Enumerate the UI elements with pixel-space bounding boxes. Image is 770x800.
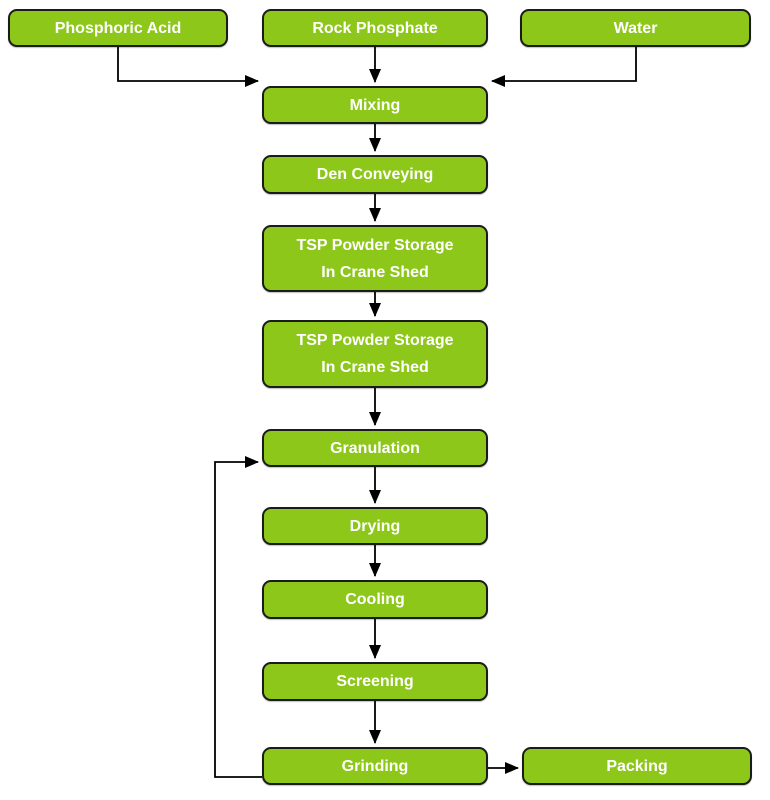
- node-rock-phosphate: Rock Phosphate: [262, 9, 488, 47]
- node-packing: Packing: [522, 747, 752, 785]
- edge-water-mixing: [491, 47, 637, 87]
- node-tsp-powder-storage-2: TSP Powder Storage In Crane Shed: [262, 320, 488, 388]
- edge-grinding-granulation-loop: [214, 456, 262, 778]
- edge-phosphoric-acid-mixing: [117, 47, 259, 87]
- node-den-conveying: Den Conveying: [262, 155, 488, 194]
- node-granulation: Granulation: [262, 429, 488, 467]
- node-tsp-powder-storage-1: TSP Powder Storage In Crane Shed: [262, 225, 488, 292]
- node-drying: Drying: [262, 507, 488, 545]
- node-phosphoric-acid: Phosphoric Acid: [8, 9, 228, 47]
- node-mixing: Mixing: [262, 86, 488, 124]
- node-grinding: Grinding: [262, 747, 488, 785]
- node-water: Water: [520, 9, 751, 47]
- node-screening: Screening: [262, 662, 488, 701]
- node-cooling: Cooling: [262, 580, 488, 619]
